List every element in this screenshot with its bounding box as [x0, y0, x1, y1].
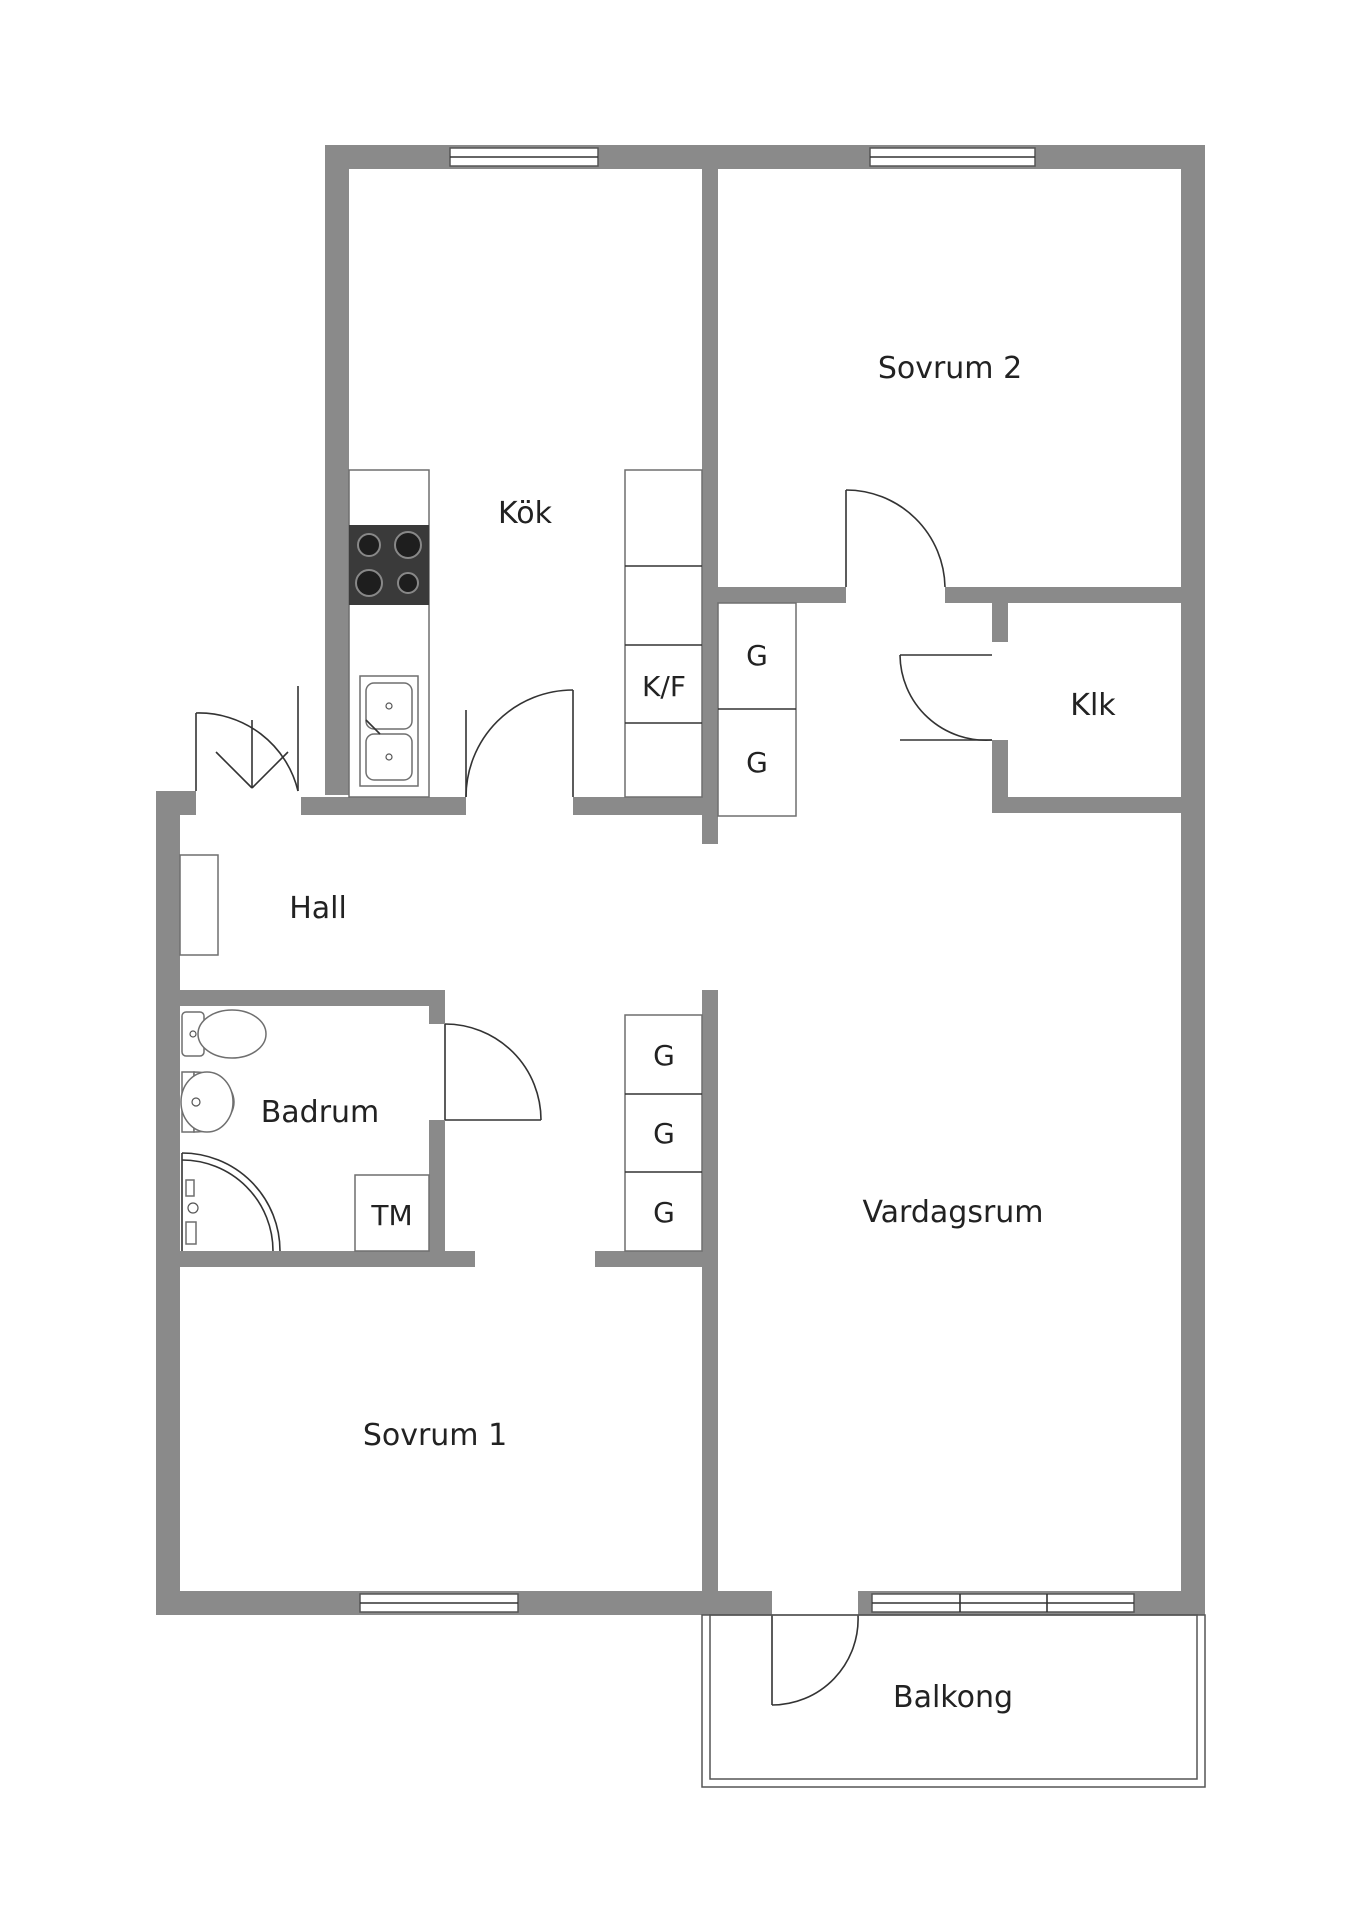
- room-label-balkong: Balkong: [893, 1680, 1013, 1715]
- room-label-kok: Kök: [498, 496, 553, 531]
- window-sovrum2: [869, 147, 1036, 167]
- wardrobe-label: G: [653, 1117, 675, 1150]
- windows: [359, 147, 1135, 1613]
- wardrobe-label: G: [746, 746, 768, 779]
- fridge-freezer-label: K/F: [642, 670, 686, 703]
- kitchen-door: [465, 689, 574, 798]
- bathroom-fixtures: TM: [180, 1009, 430, 1252]
- wardrobe-label: G: [653, 1039, 675, 1072]
- entrance-arrow-icon: [215, 720, 289, 789]
- klk-door: [899, 654, 993, 741]
- room-label-hall: Hall: [289, 891, 347, 926]
- sovrum2-door: [845, 489, 946, 588]
- stove-icon: [349, 525, 429, 605]
- room-label-klk: Klk: [1070, 688, 1116, 723]
- wardrobe-label: G: [653, 1196, 675, 1229]
- window-sovrum1: [359, 1593, 519, 1613]
- kitchen-fixtures: K/F: [348, 469, 703, 798]
- shower-icon: [181, 1152, 281, 1252]
- wardrobe-label: G: [746, 639, 768, 672]
- doors: [195, 489, 993, 1706]
- window-kitchen: [449, 147, 599, 167]
- room-label-badrum: Badrum: [261, 1095, 380, 1130]
- sink-icon: [359, 675, 419, 787]
- entrance-door: [195, 686, 299, 792]
- washing-machine-label: TM: [370, 1199, 412, 1232]
- toilet-icon: [181, 1009, 267, 1059]
- room-label-sovrum1: Sovrum 1: [363, 1418, 507, 1453]
- room-labels: Kök Sovrum 2 Klk Hall Badrum Vardagsrum …: [261, 351, 1117, 1715]
- wardrobes-upper: G G: [717, 602, 797, 817]
- washbasin-icon: [180, 1071, 235, 1133]
- walls: [156, 145, 1205, 1615]
- hall-cabinet: [179, 854, 219, 956]
- bathroom-door: [444, 1023, 542, 1121]
- window-vardagsrum: [871, 1593, 1135, 1613]
- room-label-sovrum2: Sovrum 2: [878, 351, 1022, 386]
- balcony-outline: [701, 1614, 1206, 1788]
- wardrobes-lower: G G G: [624, 1014, 703, 1252]
- balcony-door: [771, 1614, 859, 1706]
- room-label-vardagsrum: Vardagsrum: [862, 1195, 1043, 1230]
